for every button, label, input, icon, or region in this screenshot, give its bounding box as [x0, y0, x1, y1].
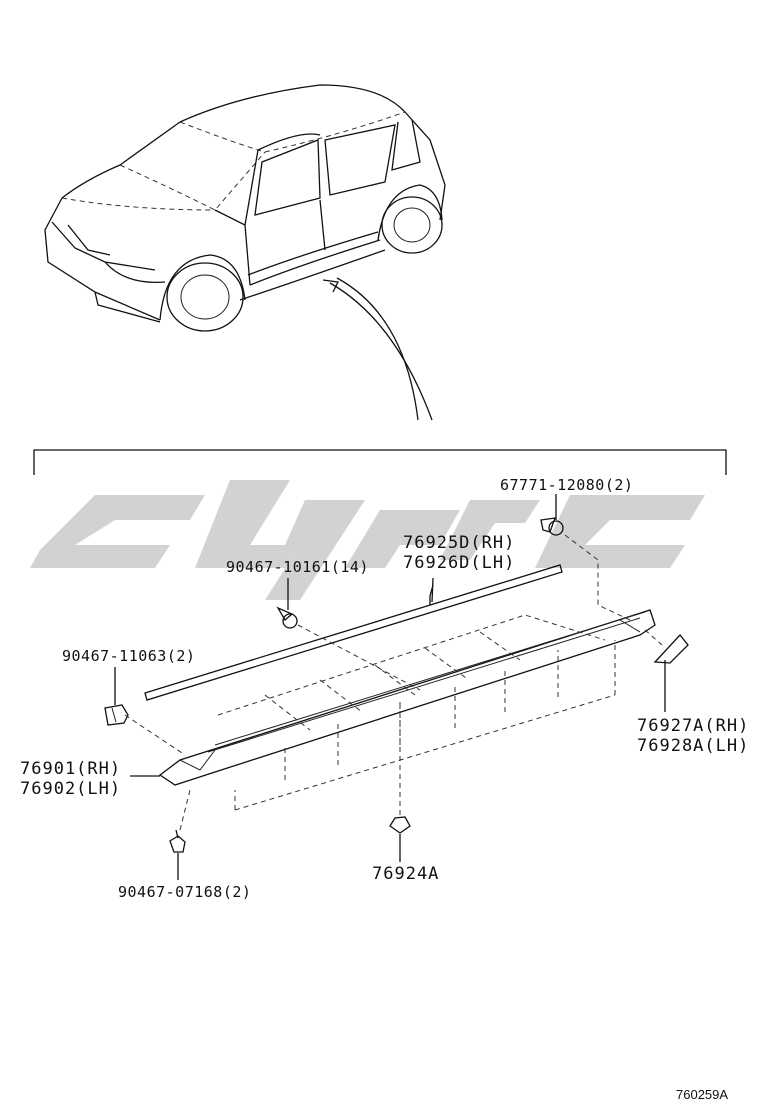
- clip-90467-11063-icon: [104, 704, 186, 756]
- label-76924A: 76924A: [372, 864, 439, 884]
- screw-90467-07168-icon: [169, 789, 191, 853]
- label-76902: 76902(LH): [20, 779, 121, 799]
- clip-67771-12080-icon: [540, 517, 631, 621]
- watermark-logo: [30, 480, 705, 600]
- label-76925D: 76925D(RH): [403, 533, 515, 553]
- rocker-molding: [158, 609, 656, 811]
- end-cap-76927A-icon: [644, 629, 689, 664]
- label-76926D: 76926D(LH): [403, 553, 515, 573]
- label-67771-12080: 67771-12080(2): [500, 476, 633, 494]
- vehicle-illustration: [44, 84, 446, 421]
- label-90467-10161: 90467-10161(14): [226, 558, 369, 576]
- label-90467-07168: 90467-07168(2): [118, 883, 251, 901]
- label-90467-11063: 90467-11063(2): [62, 647, 195, 665]
- clip-76924A-icon: [389, 700, 411, 834]
- section-bracket: [33, 449, 727, 475]
- clip-90467-10161-icon: [276, 606, 421, 691]
- leader-lines: [114, 494, 666, 880]
- label-76928A: 76928A(LH): [637, 736, 749, 756]
- label-76927A: 76927A(RH): [637, 716, 749, 736]
- label-76901: 76901(RH): [20, 759, 121, 779]
- figure-number: 760259A: [676, 1087, 728, 1102]
